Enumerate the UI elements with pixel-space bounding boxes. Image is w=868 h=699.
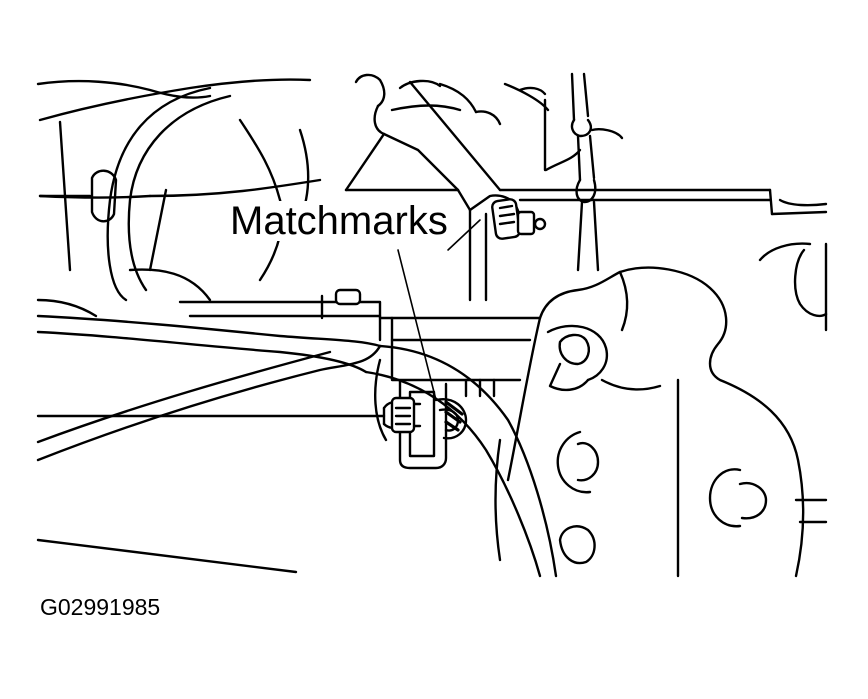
sensor-bracket <box>36 380 468 470</box>
callout-leader-lines <box>397 219 481 401</box>
vertical-rod <box>570 72 624 272</box>
upper-mount-bracket <box>344 73 582 192</box>
steering-knuckle <box>506 266 828 578</box>
curved-pipe-left <box>90 86 232 302</box>
brake-line <box>36 314 558 578</box>
lower-body-panel <box>36 358 502 574</box>
frame-rail <box>498 188 828 332</box>
upper-bolt-assembly <box>456 188 547 302</box>
figure-id-label: G02991985 <box>40 594 161 620</box>
matchmarks-callout-label: Matchmarks <box>228 199 450 243</box>
